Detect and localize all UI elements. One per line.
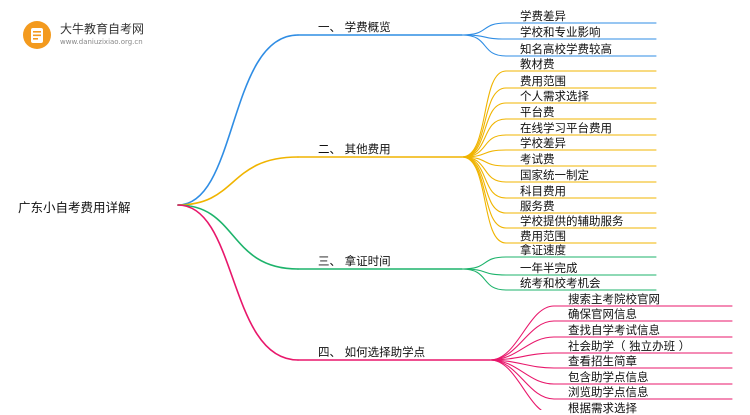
leaf-label: 根据需求选择 bbox=[568, 401, 637, 415]
leaf-label: 社会助学（ 独立办班 ） bbox=[568, 339, 691, 353]
leaf-label: 包含助学点信息 bbox=[568, 370, 649, 384]
leaf-label: 查看招生简章 bbox=[568, 354, 637, 368]
child-connector bbox=[461, 34, 507, 57]
child-connector bbox=[489, 359, 542, 410]
leaf-label: 教材费 bbox=[520, 57, 555, 71]
child-connector bbox=[461, 268, 507, 291]
leaf-label: 搜索主考院校官网 bbox=[568, 292, 660, 306]
branch-label: 一、 学费概览 bbox=[318, 20, 391, 34]
leaf-label: 学费差异 bbox=[520, 9, 566, 23]
leaf-label: 平台费 bbox=[520, 105, 555, 119]
leaf-label: 学校和专业影响 bbox=[520, 25, 601, 39]
leaf-label: 服务费 bbox=[520, 199, 555, 213]
leaf-label: 国家统一制定 bbox=[520, 168, 589, 182]
child-connector bbox=[461, 156, 507, 244]
leaf-label: 统考和校考机会 bbox=[520, 276, 601, 290]
child-connector bbox=[461, 22, 507, 36]
leaf-label: 拿证速度 bbox=[520, 243, 566, 257]
logo: 大牛教育自考网 www.daniuzixiao.org.cn bbox=[12, 14, 162, 54]
child-connector bbox=[461, 70, 507, 158]
child-connector bbox=[489, 320, 555, 361]
leaf-label: 学校差异 bbox=[520, 136, 566, 150]
leaf-label: 浏览助学点信息 bbox=[568, 385, 649, 399]
root-branch-connector bbox=[177, 204, 299, 361]
leaf-label: 个人需求选择 bbox=[520, 89, 589, 103]
leaf-label: 学校提供的辅助服务 bbox=[520, 214, 624, 228]
root-branch-connector bbox=[177, 204, 299, 270]
leaf-label: 一年半完成 bbox=[520, 261, 578, 275]
logo-name: 大牛教育自考网 bbox=[60, 22, 145, 36]
root-branch-connector bbox=[177, 156, 299, 206]
leaf-label: 费用范围 bbox=[520, 229, 566, 243]
child-connector bbox=[461, 102, 507, 158]
child-connector bbox=[461, 156, 507, 199]
leaf-label: 查找自学考试信息 bbox=[568, 323, 660, 337]
leaf-label: 科目费用 bbox=[520, 184, 566, 198]
child-connector bbox=[461, 87, 507, 158]
branch-label: 四、 如何选择助学点 bbox=[318, 345, 426, 359]
child-connector bbox=[489, 305, 555, 361]
root-branch-connector bbox=[177, 34, 299, 206]
logo-url: www.daniuzixiao.org.cn bbox=[60, 38, 143, 46]
child-connector bbox=[461, 256, 507, 270]
branch-label: 二、 其他费用 bbox=[318, 142, 391, 156]
leaf-label: 费用范围 bbox=[520, 74, 566, 88]
root-topic: 广东小自考费用详解 bbox=[18, 200, 131, 215]
leaf-label: 在线学习平台费用 bbox=[520, 121, 612, 135]
child-connector bbox=[489, 359, 555, 400]
leaf-label: 确保官网信息 bbox=[568, 307, 637, 321]
logo-badge-icon bbox=[23, 21, 51, 49]
branch-label: 三、 拿证时间 bbox=[318, 254, 391, 268]
leaf-label: 知名高校学费较高 bbox=[520, 42, 612, 56]
leaf-label: 考试费 bbox=[520, 152, 555, 166]
